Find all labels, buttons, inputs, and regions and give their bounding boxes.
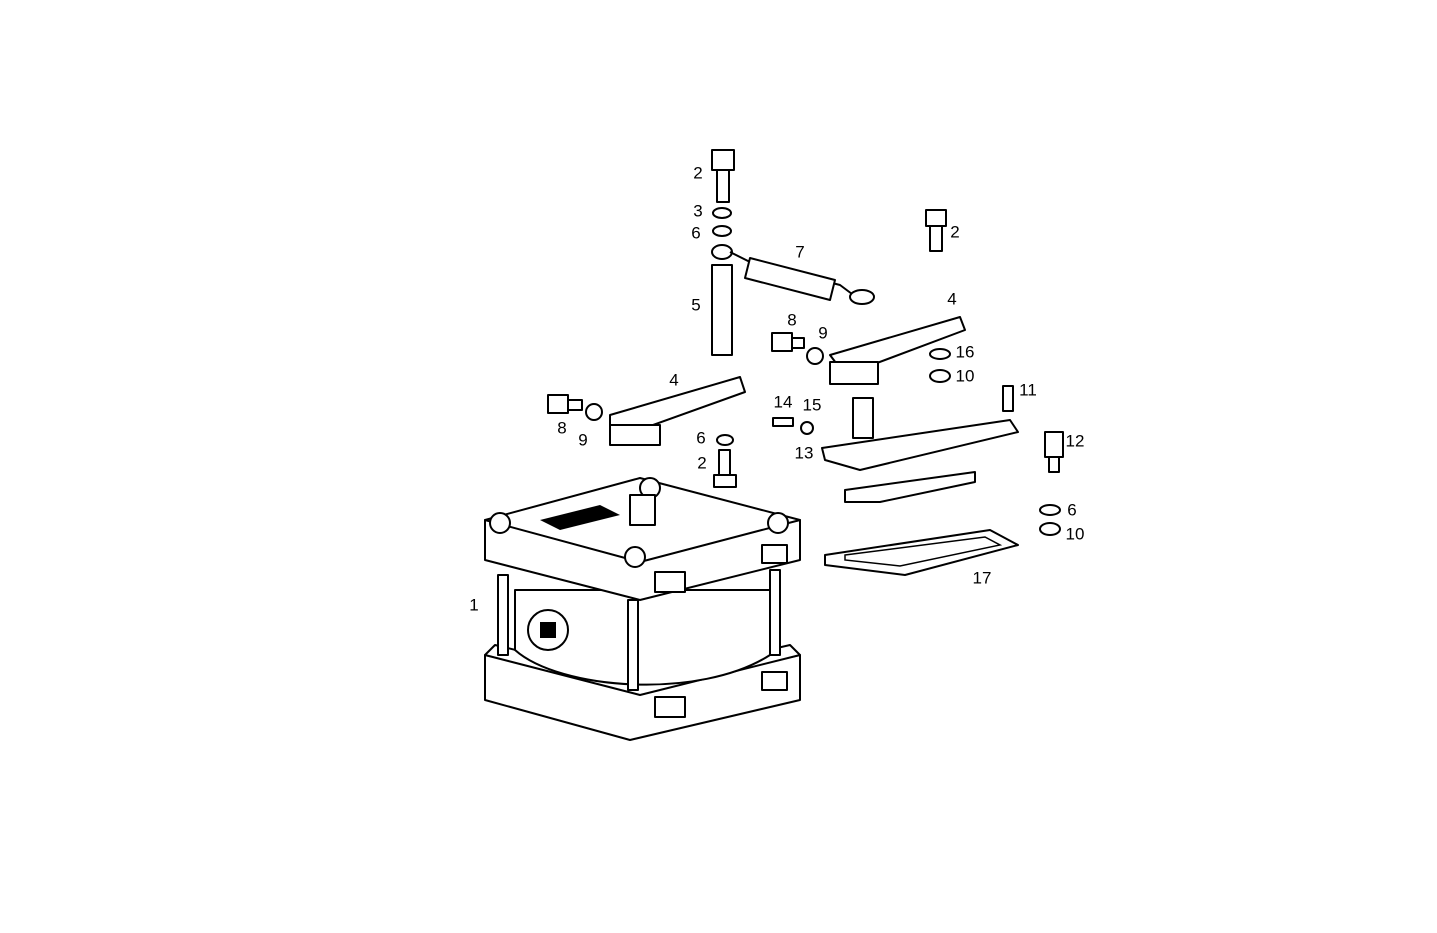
washers bbox=[585, 207, 1061, 536]
callout-4: 4 bbox=[947, 289, 957, 309]
callout-14: 14 bbox=[773, 392, 793, 412]
screws bbox=[547, 332, 1014, 427]
callout-17: 17 bbox=[972, 568, 992, 588]
housing-part-1 bbox=[484, 477, 801, 741]
callout-1: 1 bbox=[469, 595, 479, 615]
lever-part-4 bbox=[609, 316, 966, 446]
callout-16: 16 bbox=[955, 342, 975, 362]
callout-5: 5 bbox=[691, 295, 701, 315]
callout-12: 12 bbox=[1065, 431, 1085, 451]
callout-2: 2 bbox=[950, 222, 960, 242]
callout-9: 9 bbox=[818, 323, 828, 343]
callout-10: 10 bbox=[1065, 524, 1085, 544]
callout-7: 7 bbox=[795, 242, 805, 262]
callout-6: 6 bbox=[1067, 500, 1077, 520]
plate-assembly bbox=[821, 397, 1064, 503]
bolt-part-2 bbox=[711, 149, 947, 488]
callout-4: 4 bbox=[669, 370, 679, 390]
callout-6: 6 bbox=[696, 428, 706, 448]
callout-9: 9 bbox=[578, 430, 588, 450]
callout-15: 15 bbox=[802, 395, 822, 415]
gasket-part-17 bbox=[824, 529, 1019, 576]
spacer-part-5 bbox=[711, 244, 733, 356]
callout-3: 3 bbox=[693, 201, 703, 221]
callout-11: 11 bbox=[1019, 380, 1037, 400]
callout-13: 13 bbox=[794, 443, 814, 463]
callout-8: 8 bbox=[787, 310, 797, 330]
callout-2: 2 bbox=[697, 453, 707, 473]
callout-6: 6 bbox=[691, 223, 701, 243]
callout-2: 2 bbox=[693, 163, 703, 183]
callout-8: 8 bbox=[557, 418, 567, 438]
rod-part-7 bbox=[729, 251, 875, 305]
callout-10: 10 bbox=[955, 366, 975, 386]
